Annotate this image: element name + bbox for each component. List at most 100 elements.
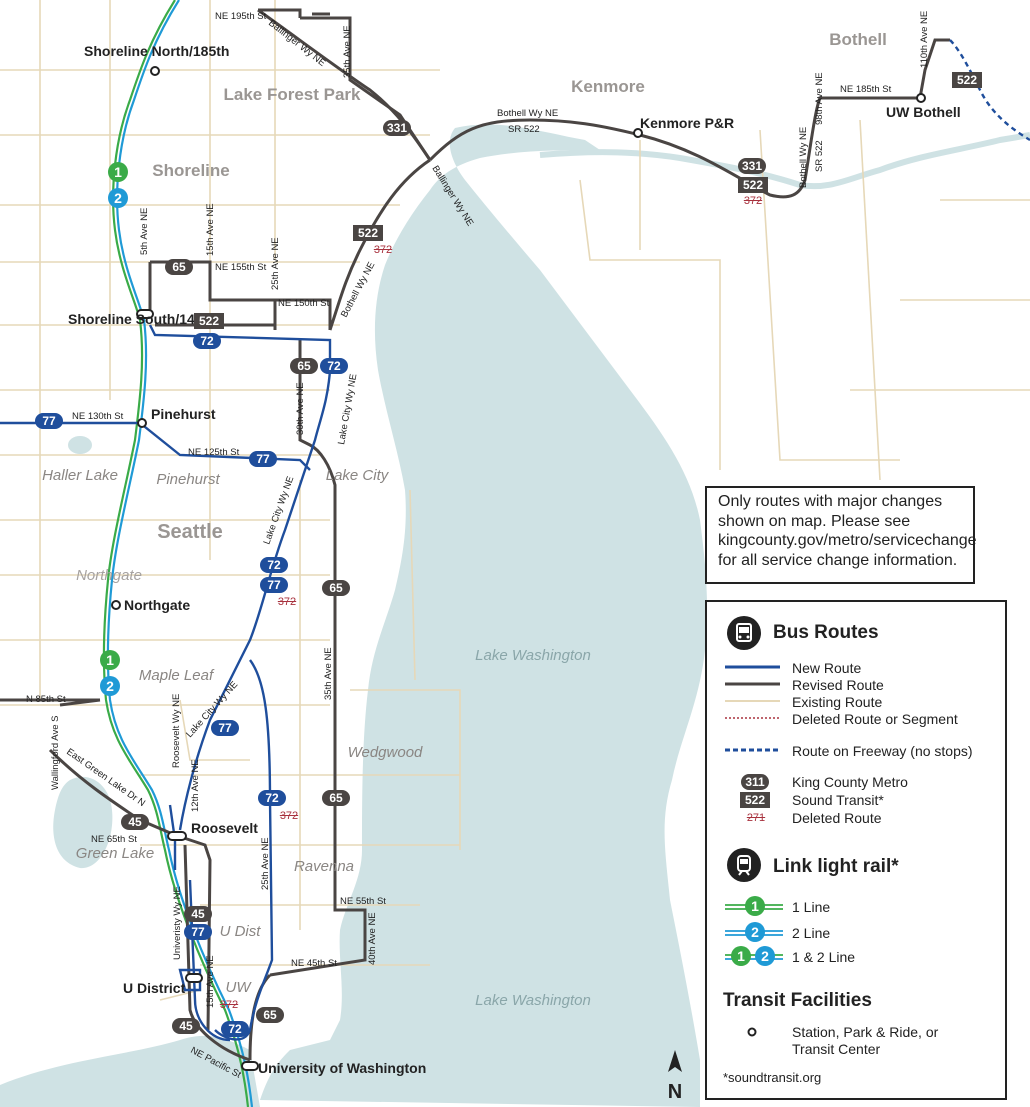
label-kenmore: Kenmore [571, 77, 645, 96]
label-lake-washington-2: Lake Washington [475, 992, 591, 1009]
badge-77-e: 77 [184, 924, 212, 940]
street-university-wy: Univeristy Wy NE [172, 886, 183, 960]
badge-522-b: 522 [738, 177, 768, 193]
street-25th-b: 25th Ave NE [260, 837, 271, 890]
station-markers [111, 66, 926, 1071]
station-pinehurst [137, 418, 147, 428]
street-40th: 40th Ave NE [367, 912, 378, 965]
label-pinehurst: Pinehurst [156, 471, 220, 488]
label-northgate: Northgate [124, 597, 190, 613]
label-lake-washington-1: Lake Washington [475, 647, 591, 664]
legend-deleted-route: Deleted Route or Segment [792, 711, 958, 727]
street-ne65: NE 65th St [91, 834, 137, 845]
station-uw [241, 1061, 259, 1071]
label-roosevelt: Roosevelt [191, 820, 258, 836]
badge-72-c: 72 [260, 557, 288, 573]
street-5th: 5th Ave NE [139, 208, 150, 255]
legend-new-route: New Route [792, 660, 862, 676]
line1-badge-a: 1 [108, 162, 128, 182]
label-uw-station: University of Washington [258, 1060, 426, 1076]
street-35th: 35th Ave NE [342, 25, 353, 78]
street-30th: 30th Ave NE [295, 382, 306, 435]
swatch-revised-route [725, 682, 780, 686]
badge-77-d: 77 [211, 720, 239, 736]
label-shoreline: Shoreline [152, 161, 229, 180]
legend-line12: 1 & 2 Line [792, 949, 856, 965]
badge-77-c: 77 [260, 577, 288, 593]
green-lake [53, 776, 113, 869]
label-ravenna: Ravenna [294, 858, 354, 875]
map-legend: Bus Routes New Route Revised Route Exist… [705, 600, 1007, 1100]
street-roosevelt-wy: Roosevelt Wy NE [171, 694, 182, 768]
station-roosevelt [167, 831, 187, 841]
badge-77-b: 77 [249, 451, 277, 467]
label-seattle: Seattle [157, 521, 223, 543]
area-labels: Bothell Kenmore Lake Forest Park Shoreli… [152, 30, 887, 543]
line2-badge-b: 2 [100, 676, 120, 696]
north-label: N [668, 1081, 682, 1103]
line2-badge-a: 2 [108, 188, 128, 208]
station-northgate [111, 600, 121, 610]
badge-65-e: 65 [256, 1007, 284, 1023]
legend-line2: 2 Line [792, 925, 831, 941]
street-bothell-wy-2: Bothell Wy NE [798, 127, 809, 188]
label-maple-leaf: Maple Leaf [139, 667, 215, 684]
street-ne45: NE 45th St [291, 958, 337, 969]
transit-facilities-title: Transit Facilities [723, 990, 872, 1011]
street-15th: 15th Ave NE [205, 203, 216, 256]
legend-metro-badge: 311 [741, 774, 769, 790]
label-uw: UW [226, 979, 253, 996]
station-shoreline-south [136, 309, 154, 319]
label-pinehurst-station: Pinehurst [151, 406, 216, 422]
lake-washington [260, 124, 708, 1107]
label-bothell: Bothell [829, 30, 887, 49]
legend-revised-route: Revised Route [792, 677, 884, 693]
sammamish-river [539, 132, 1030, 190]
street-n85: N 85th St [26, 694, 66, 705]
badge-522-a: 522 [353, 225, 383, 241]
station-u-district [185, 973, 203, 983]
street-wallingford: Wallingford Ave S [50, 716, 61, 790]
badge-72-e: 72 [221, 1021, 249, 1037]
legend-metro: King County Metro [792, 774, 908, 790]
revised-routes [0, 8, 950, 1062]
bus-icon [727, 616, 761, 650]
badge-331-b: 331 [738, 158, 766, 174]
street-12th: 12th Ave NE [190, 759, 201, 812]
legend-deleted-badge: 271 [746, 812, 766, 824]
street-ne185: NE 185th St [840, 84, 892, 95]
street-sr522: SR 522 [508, 124, 540, 135]
deleted-372-b: 372 [743, 195, 763, 207]
badge-72-a: 72 [193, 333, 221, 349]
neighborhood-labels: Haller Lake Pinehurst Lake City Northgat… [42, 467, 591, 1009]
street-lake-city-wy-1: Lake City Wy NE [336, 373, 359, 446]
badge-45-b: 45 [184, 906, 212, 922]
legend-deleted: Deleted Route [792, 810, 882, 826]
label-wedgwood: Wedgwood [348, 744, 423, 761]
label-green-lake: Green Lake [76, 845, 154, 862]
service-change-note: Only routes with major changes shown on … [705, 486, 977, 584]
badge-65-d: 65 [322, 790, 350, 806]
swatch-freeway [725, 748, 780, 752]
deleted-372-d: 372 [279, 810, 299, 822]
badge-45-c: 45 [172, 1018, 200, 1034]
street-ne155: NE 155th St [215, 262, 267, 273]
legend-line12-badge-1: 1 [731, 946, 751, 966]
street-ne195: NE 195th St [215, 11, 267, 22]
label-u-district: U District [123, 980, 186, 996]
north-arrow: N [668, 1050, 682, 1103]
legend-line1-badge: 1 [745, 896, 765, 916]
label-northgate-area: Northgate [76, 567, 142, 584]
legend-line2-badge: 2 [745, 922, 765, 942]
street-15th-b: 15th Ave NE [205, 955, 216, 1008]
haller-lake [68, 436, 92, 454]
station-uw-bothell [916, 93, 926, 103]
station-labels: Shoreline North/185th Shoreline South/14… [68, 43, 961, 1076]
street-ne125: NE 125th St [188, 447, 240, 458]
street-sr522-b: SR 522 [814, 140, 825, 172]
badge-522-c: 522 [952, 72, 982, 88]
label-haller-lake: Haller Lake [42, 467, 118, 484]
badge-65-b: 65 [290, 358, 318, 374]
legend-footnote: *soundtransit.org [723, 1070, 822, 1085]
